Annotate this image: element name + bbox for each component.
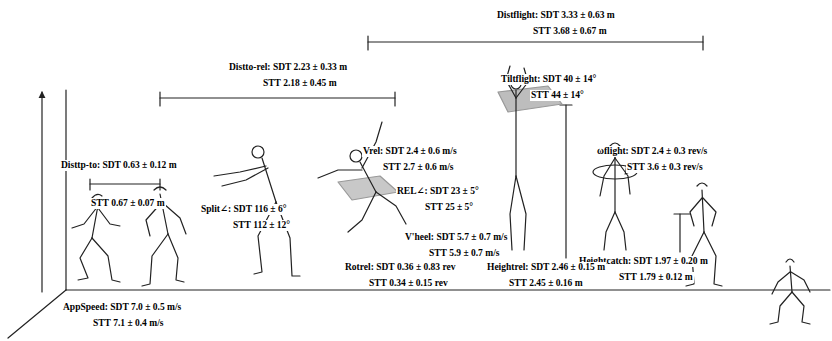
measure-value: STT 2.45 ± 0.16 m [508,278,584,289]
measure-label: V'heel: SDT 5.7 ± 0.7 m/s [404,232,508,243]
measure-value: STT 1.79 ± 0.12 m [618,272,694,283]
measure-value: STT 5.9 ± 0.7 m/s [428,248,501,259]
stick-figure [318,122,406,232]
stick-figure [506,66,528,250]
measure-label: Tiltflight: SDT 40 ± 14° [500,74,597,85]
release-plane [338,176,398,200]
measure-value: STT 25 ± 5° [424,202,474,213]
measure-value: STT 44 ± 14° [530,90,585,101]
measure-value: STT 112 ± 12° [232,220,291,231]
measure-value: STT 0.34 ± 0.15 rev [368,278,449,289]
measure-value: STT 0.67 ± 0.07 m [90,198,166,209]
measure-label: Heightrel: SDT 2.46 ± 0.15 m [486,262,606,273]
measure-value: STT 3.68 ± 0.67 m [532,26,608,37]
measure-value: STT 2.18 ± 0.45 m [262,78,338,89]
measure-label: ωflight: SDT 2.4 ± 0.3 rev/s [596,146,708,157]
measure-label: AppSpeed: SDT 7.0 ± 0.5 m/s [62,302,182,313]
measure-value: STT 2.7 ± 0.6 m/s [382,162,455,173]
stick-figure [686,183,722,286]
measure-value: STT 7.1 ± 0.4 m/s [92,318,165,329]
measure-label: Rotrel: SDT 0.36 ± 0.83 rev [344,262,457,273]
stick-figure [770,259,810,324]
floor-edge [8,290,66,338]
measure-value: STT 3.6 ± 0.3 rev/s [626,162,704,173]
floor-line [66,289,830,290]
wall-edge [65,90,66,290]
stick-figure [593,143,637,250]
measure-label: Vrel: SDT 2.4 ± 0.6 m/s [362,146,458,157]
vertical-axis [41,92,42,292]
measure-label: REL∠: SDT 23 ± 5° [396,186,480,197]
measure-label: Distflight: SDT 3.33 ± 0.63 m [496,10,616,21]
measure-label: Distto-rel: SDT 2.23 ± 0.33 m [228,62,348,73]
measure-label: Disttp-to: SDT 0.63 ± 0.12 m [60,160,178,171]
measure-label: Split∠: SDT 116 ± 6° [200,204,287,215]
